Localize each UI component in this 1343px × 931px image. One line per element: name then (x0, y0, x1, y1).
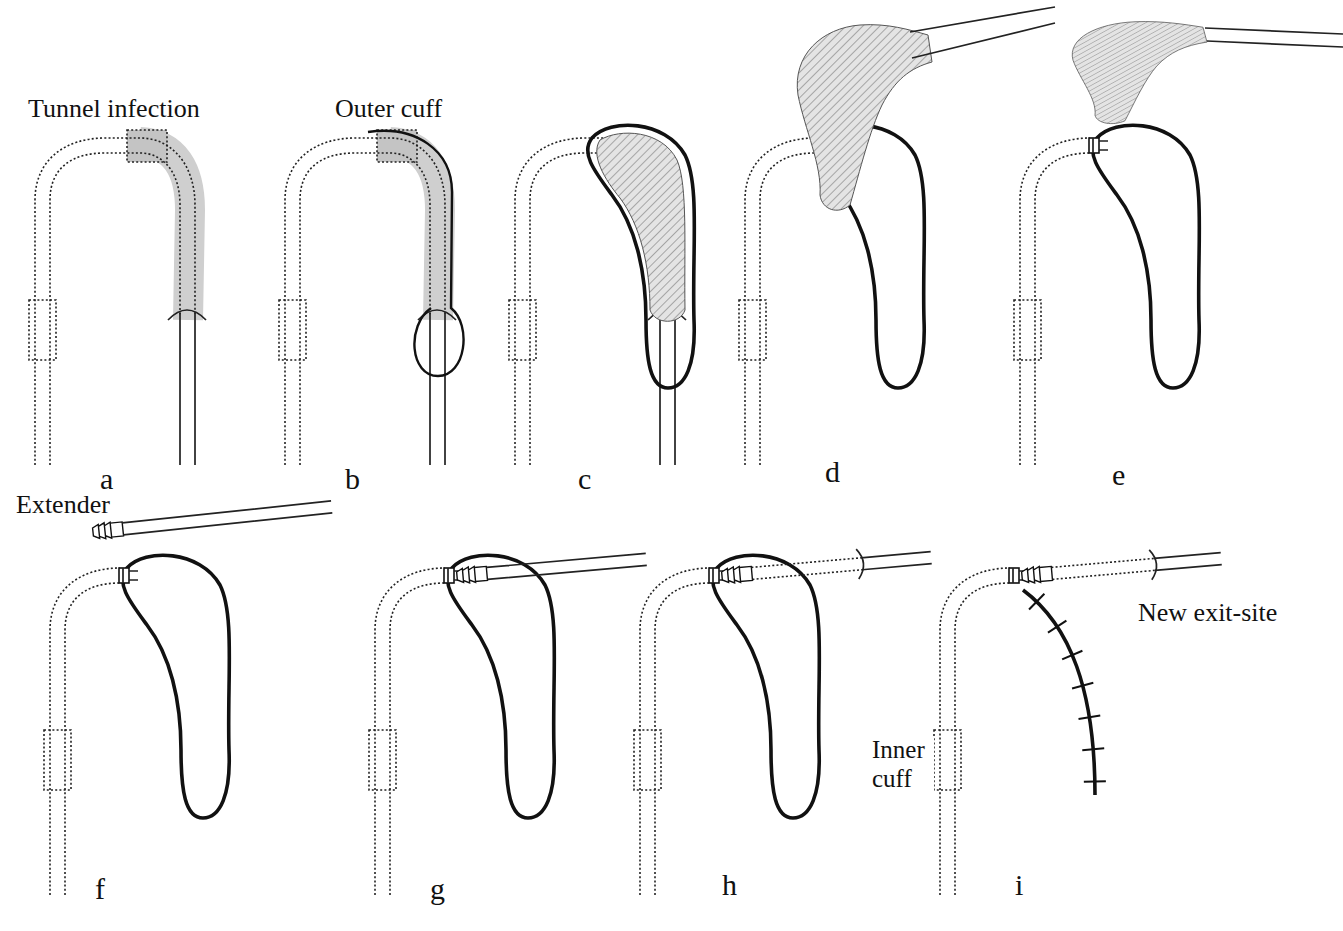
suture-stitch (1072, 683, 1093, 689)
panel-letter: c (578, 462, 591, 497)
suture-stitch (1062, 651, 1082, 660)
suture-stitch (1048, 621, 1066, 633)
callout-label: Extender (16, 490, 110, 520)
panel-c (509, 125, 694, 465)
panel-letter: g (430, 872, 445, 907)
panel-letter: b (345, 462, 360, 497)
callout-label: Inner cuff (872, 736, 934, 794)
panel-h (634, 543, 933, 895)
panel-g (369, 551, 647, 895)
panel-letter: e (1112, 458, 1125, 493)
callout-label: Tunnel infection (28, 94, 200, 124)
panel-i (934, 544, 1223, 895)
panel-letter: f (95, 872, 105, 907)
panel-letter: h (722, 868, 737, 903)
callout-label: Outer cuff (335, 94, 442, 124)
callout-label: New exit-site (1138, 598, 1277, 628)
panel-e (1014, 22, 1343, 465)
suture-stitch (1084, 780, 1106, 782)
panel-letter: i (1015, 868, 1023, 903)
panel-letter: d (825, 455, 840, 490)
panel-b (279, 130, 464, 465)
suture-stitch (1029, 594, 1044, 610)
suture-stitch (1082, 748, 1104, 750)
panel-d (739, 7, 1055, 465)
suture-stitch (1079, 715, 1101, 719)
panel-a (29, 130, 206, 465)
panel-f (44, 499, 333, 895)
